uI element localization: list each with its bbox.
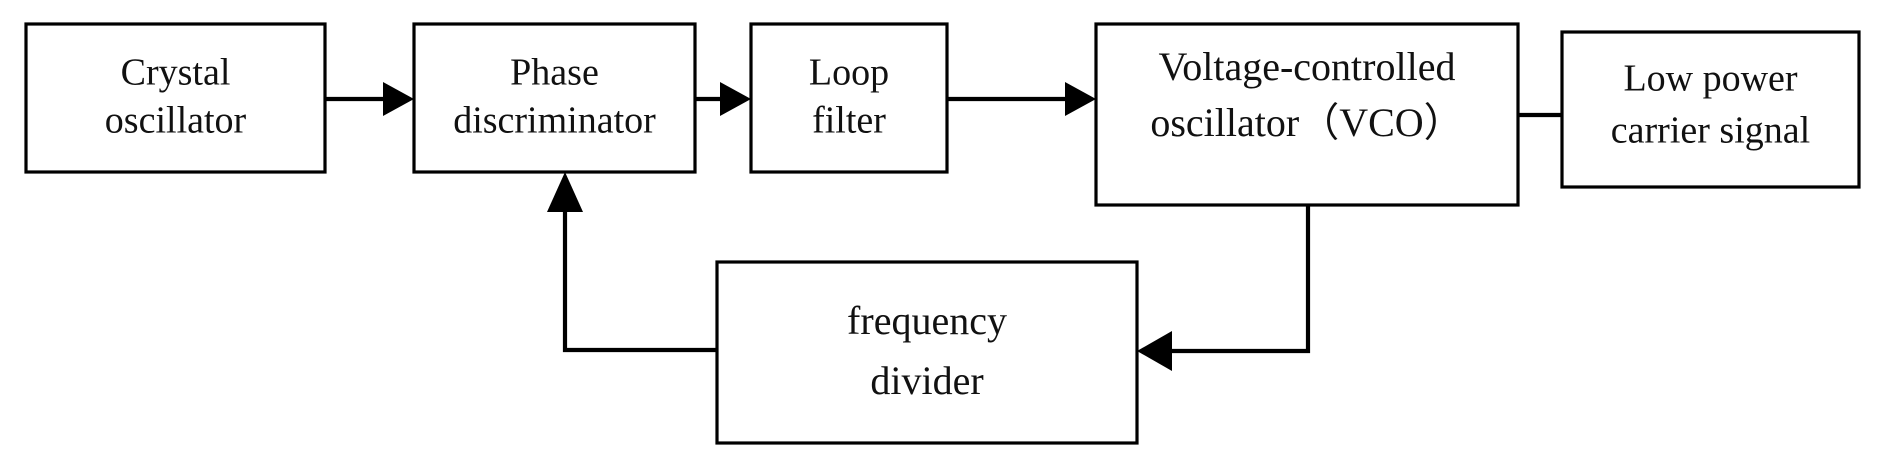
- block-low-power-carrier-signal-label-line1: Low power: [1623, 58, 1797, 100]
- block-frequency-divider-label-line2: divider: [870, 358, 983, 403]
- connector-divider-to-phase: [547, 172, 717, 353]
- block-phase-discriminator-rect: [412, 22, 697, 174]
- connector-loop-to-vco: [947, 82, 1096, 116]
- block-low-power-carrier-signal-label-line2: carrier signal: [1611, 110, 1810, 152]
- block-crystal-oscillator-label-line1: Crystal: [121, 52, 231, 94]
- block-crystal-oscillator-rect: [24, 22, 327, 174]
- arrow-head-right-icon: [720, 82, 751, 116]
- block-low-power-carrier-signal-rect: [1560, 30, 1861, 189]
- block-voltage-controlled-oscillator-rect: [1094, 22, 1520, 207]
- connector-vco-to-divider: [1137, 205, 1311, 371]
- block-loop-filter-rect: [749, 22, 949, 174]
- block-phase-discriminator-label-line2: discriminator: [453, 100, 656, 142]
- arrow-head-left-icon: [1137, 331, 1172, 371]
- block-phase-discriminator[interactable]: Phase discriminator: [412, 22, 697, 174]
- block-loop-filter[interactable]: Loop filter: [749, 22, 949, 174]
- block-crystal-oscillator[interactable]: Crystal oscillator: [24, 22, 327, 174]
- block-low-power-carrier-signal[interactable]: Low power carrier signal: [1560, 30, 1861, 189]
- block-loop-filter-label-line1: Loop: [809, 52, 889, 94]
- block-frequency-divider-rect: [715, 260, 1139, 445]
- block-voltage-controlled-oscillator-label-line1: Voltage-controlled: [1159, 44, 1456, 89]
- block-frequency-divider-label-line1: frequency: [847, 298, 1007, 343]
- arrow-head-up-icon: [547, 172, 583, 212]
- connector-phase-to-loop: [695, 82, 751, 116]
- connector-crystal-to-phase: [325, 82, 414, 116]
- arrow-head-right-icon: [1065, 82, 1096, 116]
- arrow-head-right-icon: [383, 82, 414, 116]
- block-loop-filter-label-line2: filter: [812, 100, 886, 142]
- block-voltage-controlled-oscillator[interactable]: Voltage-controlled oscillator（VCO）: [1094, 22, 1520, 207]
- block-frequency-divider[interactable]: frequency divider: [715, 260, 1139, 445]
- block-voltage-controlled-oscillator-label-line2: oscillator（VCO）: [1150, 100, 1463, 145]
- block-phase-discriminator-label-line1: Phase: [510, 52, 599, 94]
- block-crystal-oscillator-label-line2: oscillator: [105, 100, 247, 142]
